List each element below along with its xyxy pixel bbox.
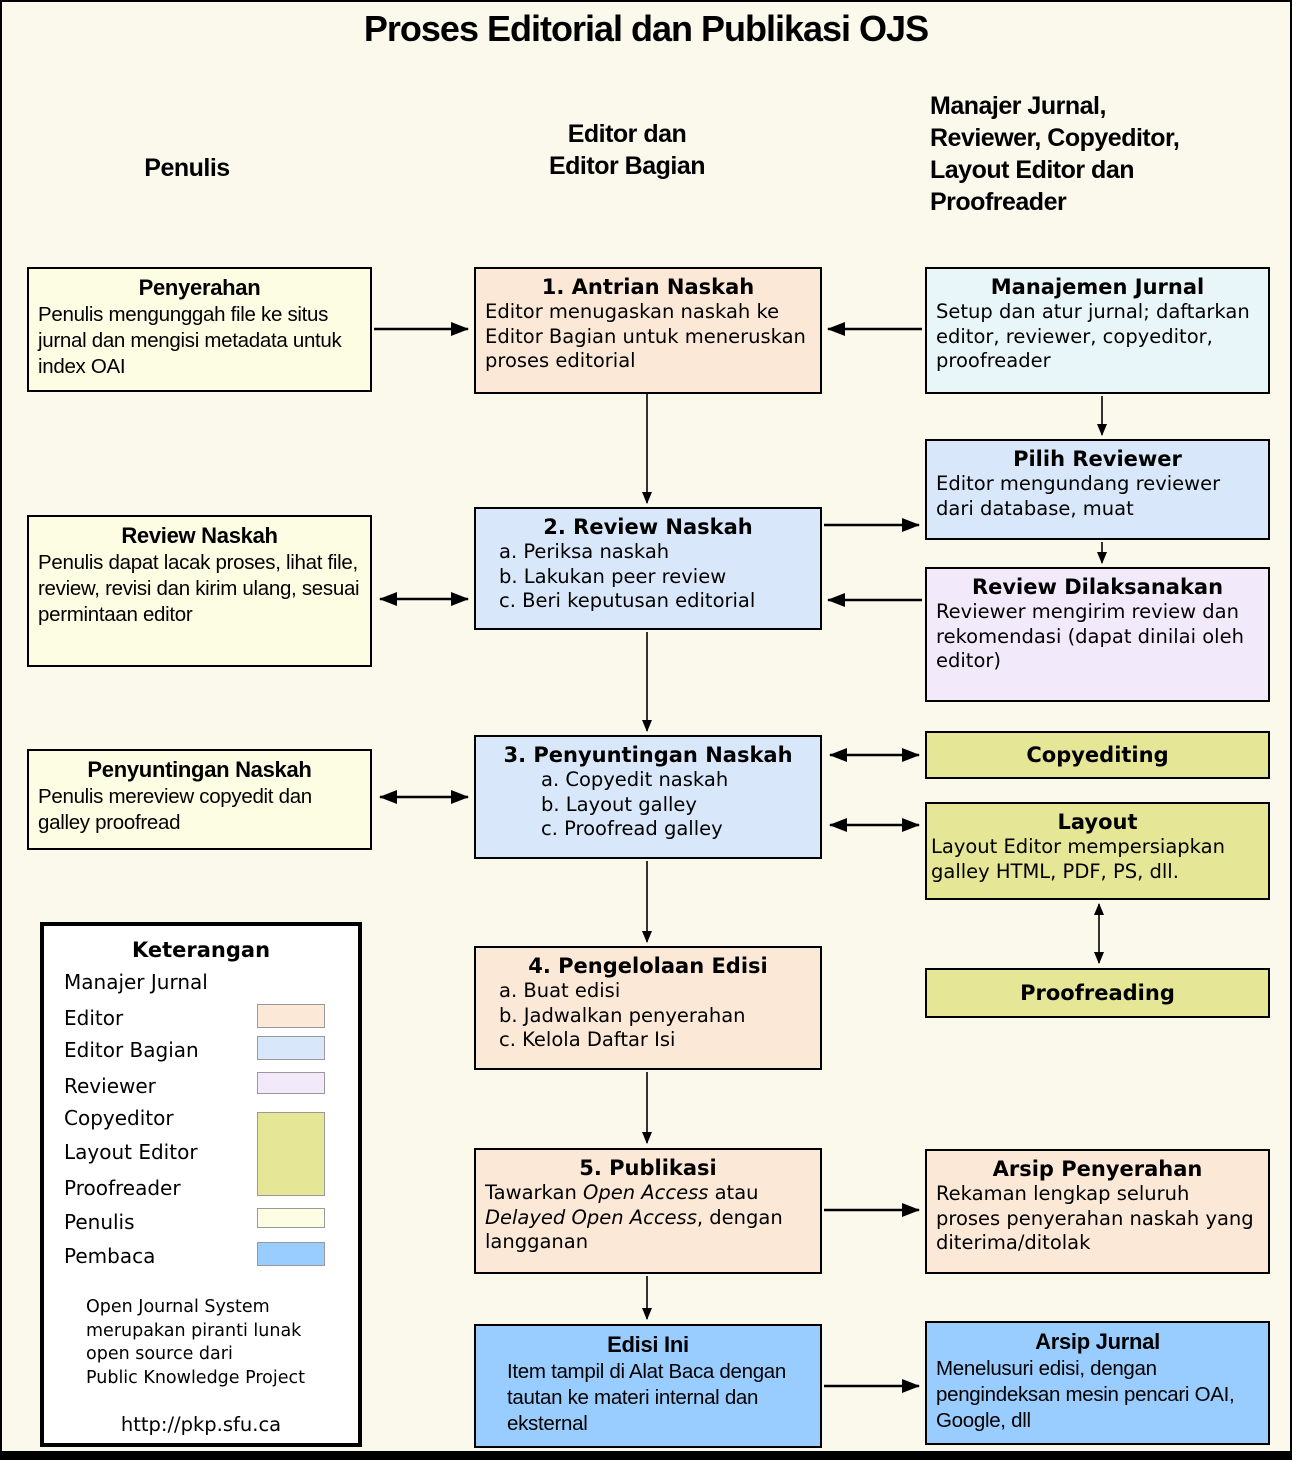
box-antrian-naskah: 1. Antrian Naskah Editor menugaskan nask… (474, 267, 822, 394)
list-item: c. Kelola Daftar Isi (499, 1028, 676, 1052)
box-body: a. Buat edisi b. Jadwalkan penyerahan c.… (485, 979, 811, 1053)
legend-swatch-pembaca (257, 1242, 325, 1266)
box-title: Review Naskah (121, 523, 278, 548)
box-title: Penyerahan (138, 275, 261, 300)
box-body: Penulis mereview copyedit dan galley pro… (38, 784, 312, 834)
list-item: b. Lakukan peer review (499, 564, 727, 588)
box-title: Arsip Jurnal (1035, 1329, 1160, 1354)
box-publikasi: 5. Publikasi Tawarkan Open Access atau D… (474, 1148, 822, 1274)
box-penyerahan: Penyerahan Penulis mengunggah file ke si… (27, 267, 372, 392)
page-title: Proses Editorial dan Publikasi OJS (363, 8, 929, 49)
box-edisi-ini: Edisi Ini Item tampil di Alat Baca denga… (474, 1324, 822, 1448)
body-text: atau (708, 1181, 759, 1205)
legend-item-pembaca: Pembaca (64, 1244, 156, 1268)
box-title: Proofreading (1020, 980, 1175, 1005)
column-header-line: Editor dan (567, 120, 687, 148)
legend-swatch-editor-bagian (257, 1036, 325, 1060)
list-item: b. Layout galley (541, 792, 697, 816)
column-header-manajer: Manajer Jurnal, Reviewer, Copyeditor, La… (930, 90, 1285, 218)
legend-item-editor: Editor (64, 1006, 124, 1030)
box-pilih-reviewer: Pilih Reviewer Editor mengundang reviewe… (925, 439, 1270, 540)
box-arsip-jurnal: Arsip Jurnal Menelusuri edisi, dengan pe… (925, 1321, 1270, 1445)
legend-swatch-reviewer (257, 1072, 325, 1094)
legend-item-editor-bagian: Editor Bagian (64, 1038, 199, 1062)
box-body: a. Copyedit naskah b. Layout galley c. P… (485, 768, 811, 842)
legend-footer: Open Journal System merupakan piranti lu… (86, 1296, 305, 1390)
box-title: 4. Pengelolaan Edisi (528, 954, 768, 978)
column-header-line: Editor Bagian (548, 152, 706, 180)
legend-item-layout-editor: Layout Editor (64, 1140, 198, 1164)
box-body: Layout Editor mempersiapkan galley HTML,… (931, 835, 1225, 883)
legend-swatch-production (257, 1112, 325, 1196)
column-header-editor: Editor dan Editor Bagian (472, 118, 782, 182)
list-item: a. Buat edisi (499, 979, 621, 1003)
column-header-line: Proofreader (930, 188, 1067, 216)
legend-title: Keterangan (131, 938, 271, 962)
box-manajemen-jurnal: Manajemen Jurnal Setup dan atur jurnal; … (925, 267, 1270, 394)
box-body: Setup dan atur jurnal; daftarkan editor,… (936, 300, 1250, 373)
box-penyuntingan-naskah-penulis: Penyuntingan Naskah Penulis mereview cop… (27, 749, 372, 850)
box-title: Layout (1057, 810, 1138, 834)
list-item: c. Proofread galley (541, 817, 723, 841)
box-title: Review Dilaksanakan (971, 575, 1224, 599)
box-body: Reviewer mengirim review dan rekomendasi… (936, 600, 1244, 673)
box-body: Item tampil di Alat Baca dengan tautan k… (507, 1359, 787, 1435)
box-proofreading: Proofreading (925, 968, 1270, 1018)
list-item: c. Beri keputusan editorial (499, 589, 756, 613)
box-body: Tawarkan Open Access atau Delayed Open A… (485, 1181, 811, 1255)
box-title: 3. Penyuntingan Naskah (503, 743, 793, 767)
box-review-naskah: 2. Review Naskah a. Periksa naskah b. La… (474, 507, 822, 630)
body-text-italic: Open Access (583, 1181, 709, 1205)
box-body: Editor mengundang reviewer dari database… (936, 472, 1221, 520)
list-item: a. Copyedit naskah (541, 768, 729, 792)
box-copyediting: Copyediting (925, 731, 1270, 779)
box-title: 2. Review Naskah (543, 515, 753, 539)
box-body: Rekaman lengkap seluruh proses penyeraha… (936, 1182, 1254, 1255)
box-arsip-penyerahan: Arsip Penyerahan Rekaman lengkap seluruh… (925, 1149, 1270, 1274)
column-header-line: Reviewer, Copyeditor, (930, 124, 1180, 152)
box-title: Penyuntingan Naskah (87, 757, 312, 782)
box-body: Menelusuri edisi, dengan pengindeksan me… (936, 1356, 1235, 1432)
box-layout: Layout Layout Editor mempersiapkan galle… (925, 802, 1270, 900)
box-title: Manajemen Jurnal (990, 275, 1205, 299)
body-text-italic: Delayed Open Access (485, 1205, 697, 1229)
legend-footer-line: merupakan piranti lunak (86, 1320, 302, 1341)
column-header-penulis: Penulis (144, 154, 230, 182)
legend-url: http://pkp.sfu.ca (120, 1413, 282, 1436)
legend-item-manajer-jurnal: Manajer Jurnal (64, 970, 208, 994)
legend-item-penulis: Penulis (64, 1210, 135, 1234)
legend-footer-line: open source dari (86, 1344, 233, 1364)
legend-swatch-editor (257, 1004, 325, 1028)
box-pengelolaan-edisi: 4. Pengelolaan Edisi a. Buat edisi b. Ja… (474, 946, 822, 1070)
column-header-line: Layout Editor dan (930, 156, 1135, 184)
box-title: Edisi Ini (607, 1332, 689, 1357)
body-text: , dengan langganan (485, 1205, 783, 1254)
list-item: a. Periksa naskah (499, 540, 670, 564)
legend-swatch-penulis (257, 1208, 325, 1228)
box-body: Editor menugaskan naskah ke Editor Bagia… (485, 300, 806, 373)
legend-footer-line: Public Knowledge Project (86, 1367, 305, 1388)
box-body: a. Periksa naskah b. Lakukan peer review… (485, 540, 811, 614)
legend-item-copyeditor: Copyeditor (64, 1106, 174, 1130)
column-header-line: Manajer Jurnal, (930, 92, 1106, 120)
list-item: b. Jadwalkan penyerahan (499, 1003, 746, 1027)
box-title: 1. Antrian Naskah (541, 275, 755, 299)
legend: Keterangan Manajer Jurnal Editor Editor … (40, 922, 362, 1447)
box-penyuntingan-naskah: 3. Penyuntingan Naskah a. Copyedit naska… (474, 735, 822, 859)
legend-item-reviewer: Reviewer (64, 1074, 156, 1098)
box-title: 5. Publikasi (579, 1156, 717, 1180)
legend-footer-line: Open Journal System (86, 1297, 270, 1317)
box-review-dilaksanakan: Review Dilaksanakan Reviewer mengirim re… (925, 567, 1270, 702)
body-text: Tawarkan (485, 1181, 584, 1205)
box-title: Arsip Penyerahan (992, 1157, 1203, 1181)
box-title: Pilih Reviewer (1013, 447, 1182, 471)
box-title: Copyediting (1026, 742, 1169, 767)
box-body: Penulis mengunggah file ke situs jurnal … (38, 302, 342, 378)
legend-item-proofreader: Proofreader (64, 1176, 181, 1200)
box-review-naskah-penulis: Review Naskah Penulis dapat lacak proses… (27, 515, 372, 667)
box-body: Penulis dapat lacak proses, lihat file, … (38, 550, 360, 626)
